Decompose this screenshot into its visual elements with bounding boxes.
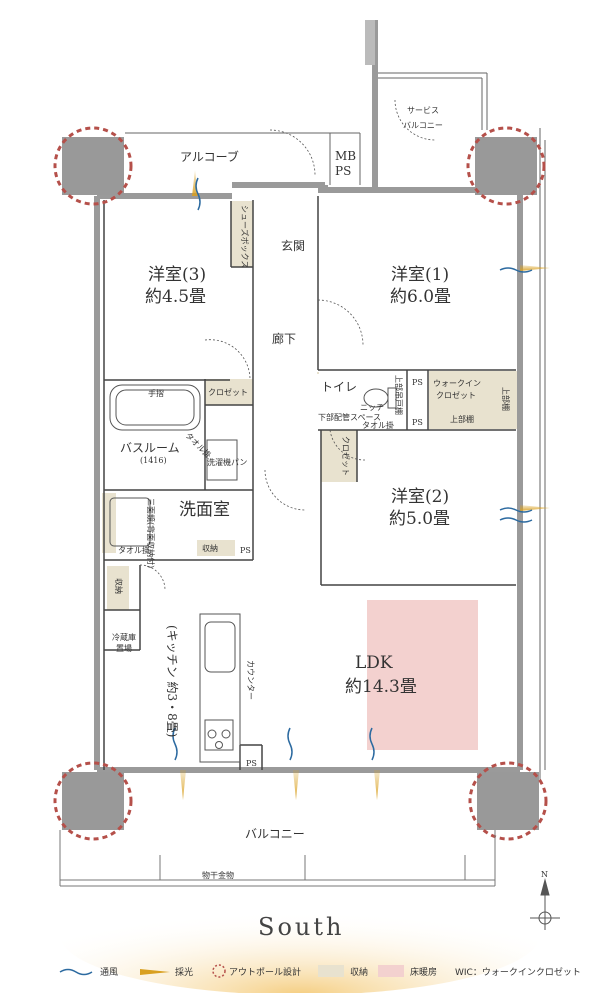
south-sun-glow (60, 875, 540, 993)
wic-label-2: クロゼット (436, 390, 476, 400)
counter-label: カウンター (246, 660, 255, 700)
kitchen-label: (キッチン 約3・8畳) (165, 625, 180, 737)
towel-label-2: タオル掛 (184, 430, 214, 460)
closet-b-label: クロゼット (341, 436, 351, 476)
floor-heating-area (367, 600, 478, 750)
legend-storage-swatch (318, 965, 344, 977)
ventilation-waves (172, 177, 533, 761)
legend-outpole-swatch (212, 964, 226, 978)
service-balcony-outline (125, 20, 546, 780)
washroom-sink (109, 439, 238, 547)
toilet-label: トイレ (321, 380, 357, 394)
mb-label: MB (335, 149, 356, 163)
entrance-label: 玄関 (281, 238, 305, 253)
toilet-upper-label: 上部吊戸棚 (394, 375, 404, 415)
niche-space-label: 下部配管スペース (318, 412, 381, 422)
storage-label-a: 収納 (202, 543, 218, 553)
storage-label-b: 収納 (114, 578, 124, 594)
room2-size: 約5.0畳 (389, 509, 450, 529)
legend-floor-heating: 床暖房 (410, 966, 437, 978)
legend-floor-heating-swatch (378, 965, 404, 977)
washer-pan-label: 洗濯機パン (207, 457, 247, 467)
closet-a-label: クロゼット (208, 387, 248, 397)
daylight-rays (180, 170, 550, 800)
ldk-size: 約14.3畳 (345, 677, 417, 697)
legend-daylight-swatch (140, 969, 170, 975)
legend: 通風 採光 アウトポール設計 収納 床暖房 WIC：ウォークインクロゼット (59, 964, 581, 978)
room3-name: 洋室(3) (148, 265, 206, 285)
ps-label-4: PS (246, 759, 257, 768)
legend-ventilation-swatch (59, 968, 93, 976)
room1-size: 約6.0畳 (390, 287, 451, 307)
inner-walls (103, 196, 516, 770)
service-balcony-label-2: バルコニー (403, 121, 443, 130)
fridge-label-1: 冷蔵庫 (112, 632, 136, 642)
legend-outpole: アウトポール設計 (229, 966, 301, 978)
drying-label: 物干金物 (202, 870, 234, 880)
outpole-columns (53, 126, 548, 841)
upper-shelf-label-1: 上部棚 (501, 387, 511, 411)
washroom-label: 洗面室 (179, 500, 230, 520)
upper-shelf-label-2: 上部棚 (450, 414, 474, 424)
legend-daylight: 採光 (175, 966, 193, 978)
south-label: South (258, 913, 344, 941)
alcove-label: アルコーブ (180, 149, 239, 164)
toilet-fixture (363, 387, 397, 409)
bathroom-size-label: (1416) (140, 456, 167, 465)
north-compass (530, 878, 560, 930)
walls (94, 20, 523, 773)
room3-size: 約4.5畳 (145, 287, 206, 307)
door-swings (139, 99, 436, 591)
ps-label-3: PS (240, 546, 251, 555)
wic-label-1: ウォークイン (433, 379, 481, 388)
legend-storage: 収納 (350, 966, 368, 978)
corridor-label: 廊下 (272, 331, 296, 346)
bathtub (109, 384, 201, 431)
ps-label-2: PS (412, 418, 423, 427)
legend-ventilation: 通風 (100, 967, 118, 978)
bathroom-label: バスルーム (120, 441, 180, 455)
balcony-label: バルコニー (245, 827, 305, 841)
north-label: N (541, 870, 548, 879)
niche-label: ニッチ (360, 403, 384, 412)
legend-wic: WIC：ウォークインクロゼット (455, 966, 581, 978)
ps-label-mb: PS (335, 164, 351, 178)
room1-name: 洋室(1) (391, 265, 449, 285)
ldk-name: LDK (355, 653, 393, 673)
mirror-label: 三面鏡(背面収納付) (146, 498, 156, 568)
service-balcony-label-1: サービス (407, 106, 439, 115)
towel-label-1: タオル掛 (362, 420, 394, 430)
shoe-box-label: シューズボックス (240, 205, 250, 268)
fridge-label-2: 置場 (116, 643, 132, 653)
room2-name: 洋室(2) (391, 487, 449, 507)
storage-areas (102, 201, 517, 610)
ps-label-1: PS (412, 378, 423, 387)
kitchen-counter (199, 613, 241, 763)
towel-label-3: タオル掛 (118, 545, 150, 555)
handrail-label: 手摺 (148, 388, 164, 398)
